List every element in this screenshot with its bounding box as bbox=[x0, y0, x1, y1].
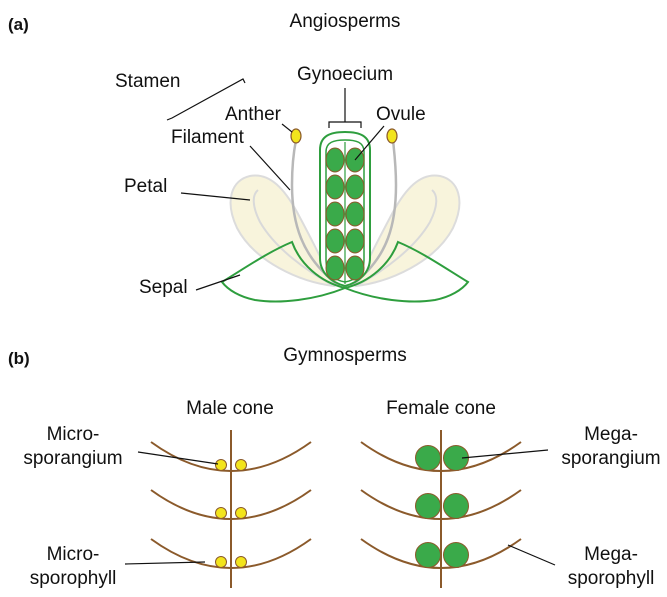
ovule bbox=[346, 256, 364, 280]
microsporangium bbox=[216, 460, 227, 471]
angiosperms-title: Angiosperms bbox=[290, 11, 401, 32]
ovule bbox=[326, 202, 344, 226]
panel-b-letter: (b) bbox=[8, 349, 30, 368]
megasporangium-label-line1: Mega- bbox=[584, 424, 638, 445]
microsporophyll-label-line2: sporophyll bbox=[30, 568, 117, 589]
male-cone-title: Male cone bbox=[186, 398, 274, 419]
microsporangium-label-line2: sporangium bbox=[23, 448, 122, 469]
ovule bbox=[326, 175, 344, 199]
megasporangium bbox=[444, 543, 469, 568]
megasporophyll-leader bbox=[508, 545, 555, 565]
megasporangium-label-line2: sporangium bbox=[561, 448, 660, 469]
flower-diagram bbox=[222, 129, 468, 302]
ovule bbox=[346, 202, 364, 226]
anther-label: Anther bbox=[225, 104, 282, 125]
megasporangium bbox=[416, 446, 441, 471]
megasporangium bbox=[444, 494, 469, 519]
female-cone-title: Female cone bbox=[386, 398, 496, 419]
gynoecium-bracket bbox=[329, 122, 361, 128]
gynoecium-label: Gynoecium bbox=[297, 64, 393, 85]
megasporangium bbox=[416, 543, 441, 568]
ovule-label: Ovule bbox=[376, 104, 426, 125]
microsporangium-label-line1: Micro- bbox=[47, 424, 100, 445]
petal-label: Petal bbox=[124, 176, 167, 197]
stamen-label: Stamen bbox=[115, 71, 180, 92]
microsporangium bbox=[236, 557, 247, 568]
microsporangium bbox=[236, 460, 247, 471]
megasporophyll-label-line2: sporophyll bbox=[568, 568, 655, 589]
megasporophyll-label-line1: Mega- bbox=[584, 544, 638, 565]
ovule bbox=[326, 148, 344, 172]
ovule bbox=[346, 175, 364, 199]
petal-left bbox=[231, 175, 334, 286]
microsporangium bbox=[216, 557, 227, 568]
megasporangium-leader bbox=[462, 450, 548, 458]
sepal-leader bbox=[196, 275, 240, 290]
anther-right bbox=[387, 129, 397, 143]
microsporangium bbox=[236, 508, 247, 519]
sepal-label: Sepal bbox=[139, 277, 188, 298]
ovule bbox=[326, 256, 344, 280]
ovule bbox=[346, 229, 364, 253]
anther-left bbox=[291, 129, 301, 143]
microsporophyll-leader bbox=[125, 562, 205, 564]
microsporangium bbox=[216, 508, 227, 519]
filament-label: Filament bbox=[171, 127, 245, 148]
anther-leader bbox=[282, 124, 292, 132]
female-cone bbox=[361, 430, 521, 588]
megasporangium bbox=[416, 494, 441, 519]
ovule bbox=[326, 229, 344, 253]
gymnosperms-title: Gymnosperms bbox=[283, 345, 407, 366]
microsporophyll-label-line1: Micro- bbox=[47, 544, 100, 565]
male-cone bbox=[151, 430, 311, 588]
petal-right bbox=[356, 175, 459, 286]
microsporangium-leader bbox=[138, 452, 218, 464]
panel-a-letter: (a) bbox=[8, 15, 29, 34]
